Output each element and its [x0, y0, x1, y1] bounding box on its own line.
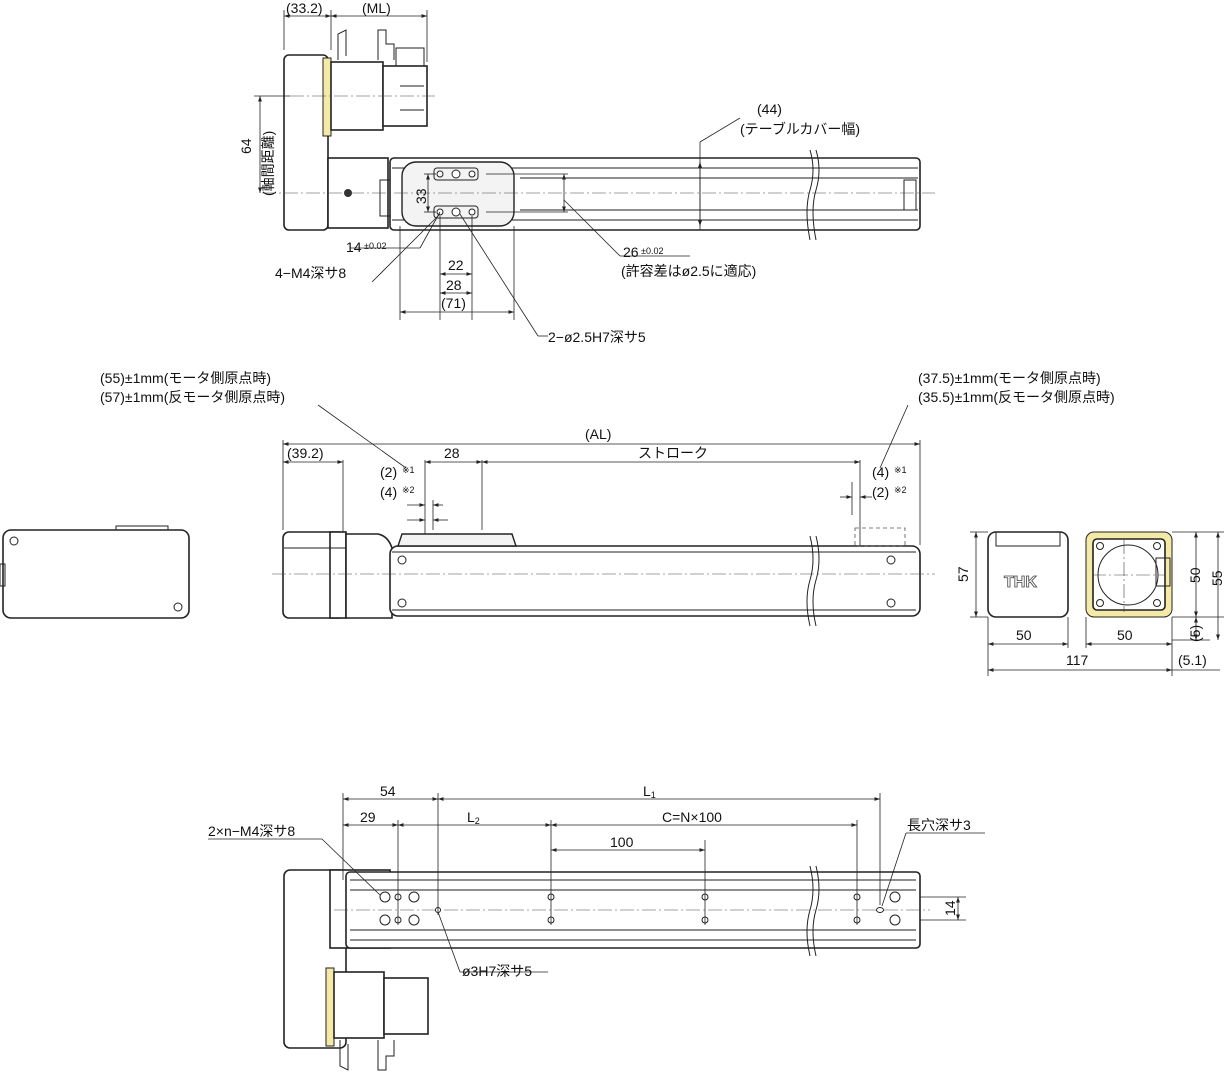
dim-50-mid: 50 [1117, 627, 1133, 643]
dim-l1-sub: 1 [651, 790, 656, 800]
dim-33-2: (33.2) [286, 0, 323, 16]
motor-flange-yellow [322, 57, 332, 137]
mark-1-right: ※1 [894, 465, 907, 475]
m4-depth-note: 4−M4深サ8 [275, 265, 346, 281]
end-box-view [2, 529, 190, 619]
pin-note: ø3H7深サ5 [462, 963, 532, 979]
dim-14: 14 [346, 239, 362, 255]
thk-logo: THK [1004, 574, 1037, 591]
m4-tap-hole [468, 170, 476, 178]
dim-26: 26 [623, 244, 639, 260]
note-right-2: (35.5)±1mm(反モータ側原点時) [918, 389, 1115, 405]
dim-l2-base: L [467, 809, 475, 825]
dim-50-vertical: 50 [1187, 567, 1203, 583]
dim-54: 54 [380, 783, 396, 799]
m4-tap-hole [436, 170, 444, 178]
motor-cable-left [337, 29, 347, 60]
dim-39-2: (39.2) [287, 445, 324, 461]
axis-distance: (軸間距離) [260, 131, 276, 196]
pin-hole [451, 169, 461, 179]
pulley-housing [345, 533, 393, 619]
dim-4-right: (4) [872, 464, 889, 480]
dim-28: 28 [446, 277, 462, 293]
actuator-body-side [389, 545, 921, 617]
motor-body-bottom [333, 971, 385, 1039]
dim-33: 33 [413, 188, 429, 204]
rail-end-cap [903, 179, 917, 211]
dim-29: 29 [360, 809, 376, 825]
dim-l2-sub: 2 [475, 816, 480, 826]
dim-c-formula: C=N×100 [662, 809, 722, 825]
tolerance-note: (許容差はø2.5に適応) [621, 263, 756, 279]
dim-50-left: 50 [1016, 627, 1032, 643]
dim-2-right: (2) [872, 484, 889, 500]
tap-note: 2×n−M4深サ8 [208, 823, 295, 839]
table-cover-width: (テーブルカバー幅) [740, 121, 860, 137]
dim-4-left: (4) [380, 484, 397, 500]
dim-2-left: (2) [380, 464, 397, 480]
dim-5-1: (5.1) [1178, 652, 1207, 668]
dim-l2: L2 [467, 809, 480, 826]
note-left-1: (55)±1mm(モータ側原点時) [100, 370, 271, 386]
dim-14-tol: ±0.02 [364, 241, 386, 251]
dim-117: 117 [1066, 652, 1089, 668]
slot-note: 長穴深サ3 [907, 817, 971, 833]
mark-1-left: ※1 [402, 465, 415, 475]
end-cap-tab [1155, 557, 1171, 587]
motor-connector-bottom [383, 977, 429, 1035]
dim-44: (44) [757, 101, 782, 117]
dim-28-side: 28 [444, 445, 460, 461]
note-left-2: (57)±1mm(反モータ側原点時) [100, 389, 285, 405]
stroke-end-table-hidden [854, 527, 906, 547]
motor-flange-yellow-bottom [325, 967, 335, 1047]
m4-tap-hole [468, 208, 476, 216]
dim-14-bottom: 14 [942, 900, 958, 916]
dim-64: 64 [238, 138, 254, 154]
dim-l1: L1 [643, 783, 656, 800]
dim-55-vertical: 55 [1209, 570, 1225, 586]
motor-end-cap [283, 54, 329, 231]
dim-5-vertical: (5) [1187, 625, 1203, 642]
top-view: (33.2) (ML) (44) (テーブルカバー幅) 64 (軸間距離) 33… [238, 0, 935, 345]
note-right-1: (37.5)±1mm(モータ側原点時) [918, 370, 1101, 386]
dim-57: 57 [955, 566, 971, 582]
dim-l1-base: L [643, 783, 651, 799]
slot-hole [876, 907, 884, 913]
motor-cable-box [395, 47, 425, 67]
dim-22: 22 [448, 257, 464, 273]
mark-2-left: ※2 [402, 485, 415, 495]
motor-cable-right [377, 29, 395, 60]
dim-al: (AL) [585, 426, 611, 442]
pin-hole [451, 207, 461, 217]
slider-table [401, 161, 515, 227]
slider-table-side [397, 533, 517, 547]
mark-2-right: ※2 [894, 485, 907, 495]
dim-100: 100 [610, 834, 634, 850]
dim-ml: (ML) [362, 0, 391, 16]
stroke-label: ストローク [638, 445, 708, 461]
side-view: (55)±1mm(モータ側原点時) (57)±1mm(反モータ側原点時) (37… [0, 370, 1115, 627]
motor-flange [329, 531, 347, 619]
dim-26-tol: ±0.02 [641, 246, 663, 256]
dim-71: (71) [441, 295, 466, 311]
pin-hole-note: 2−ø2.5H7深サ5 [548, 329, 646, 345]
bottom-view: 54 L1 29 L2 C=N×100 100 2×n−M4深サ8 長穴深サ3 … [208, 783, 985, 1071]
end-view: THK 57 50 55 (5) 50 50 [955, 531, 1225, 676]
